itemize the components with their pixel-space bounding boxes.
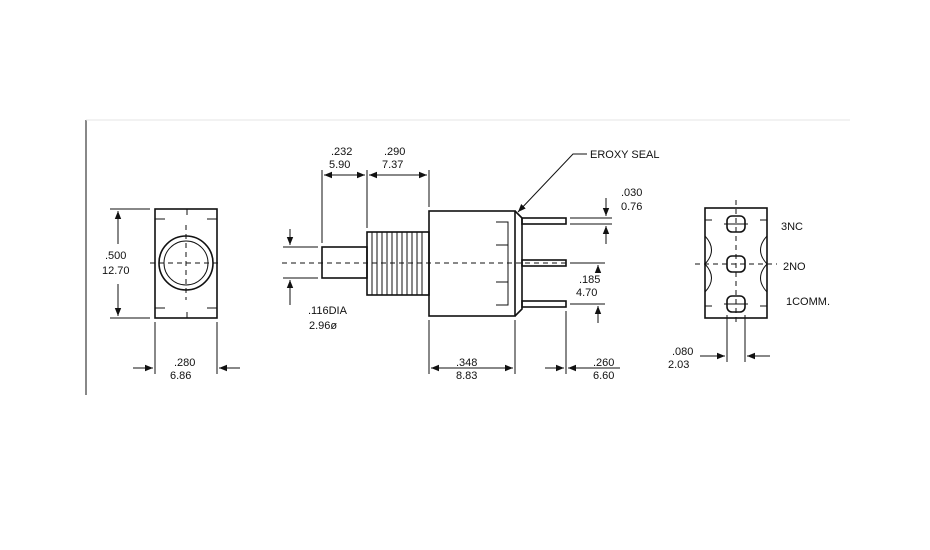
rear-side-notches bbox=[704, 235, 768, 293]
front-width-mm: 6.86 bbox=[170, 370, 191, 382]
side-body-len-mm: 8.83 bbox=[456, 370, 477, 382]
front-view: .500 12.70 .280 6.86 bbox=[102, 208, 240, 382]
side-actuator-len-in: .232 bbox=[331, 146, 352, 158]
side-body-len-in: .348 bbox=[456, 357, 477, 369]
front-width-in: .280 bbox=[174, 357, 195, 369]
rear-pin-width-mm: 2.03 bbox=[668, 359, 689, 371]
seal-label: EROXY SEAL bbox=[590, 149, 660, 161]
side-actuator-len-mm: 5.90 bbox=[329, 159, 350, 171]
side-terminal-len-mm: 6.60 bbox=[593, 370, 614, 382]
side-terminal-top bbox=[521, 217, 567, 225]
side-terminal-thk-mm: 0.76 bbox=[621, 201, 642, 213]
side-actuator-dia-in: .116DIA bbox=[308, 305, 348, 317]
side-terminal-thk-in: .030 bbox=[621, 187, 642, 199]
rear-pin-width-in: .080 bbox=[672, 346, 693, 358]
front-height-in: .500 bbox=[105, 250, 126, 262]
front-height-mm: 12.70 bbox=[102, 265, 130, 277]
side-terminal-bottom bbox=[521, 300, 567, 308]
rear-corner-marks bbox=[705, 219, 767, 307]
rear-pin3-label: 3NC bbox=[781, 221, 803, 233]
rear-pin1-label: 1COMM. bbox=[786, 296, 830, 308]
rear-pin2-label: 2NO bbox=[783, 261, 806, 273]
seal-leader bbox=[517, 153, 587, 213]
side-bushing-len-in: .290 bbox=[384, 146, 405, 158]
side-bushing-len-mm: 7.37 bbox=[382, 159, 403, 171]
rear-view: 3NC 2NO 1COMM. .080 2.03 bbox=[668, 200, 830, 371]
side-terminal-pitch-in: .185 bbox=[579, 274, 600, 286]
side-actuator-dia-mm: 2.96ø bbox=[309, 320, 337, 332]
front-bushing-corners bbox=[155, 209, 217, 318]
side-terminal-pitch-mm: 4.70 bbox=[576, 287, 597, 299]
side-terminal-len-in: .260 bbox=[593, 357, 614, 369]
side-view: .232 5.90 .290 7.37 .116DIA 2.96ø EROXY … bbox=[282, 146, 660, 382]
side-bushing-threads bbox=[371, 232, 423, 295]
